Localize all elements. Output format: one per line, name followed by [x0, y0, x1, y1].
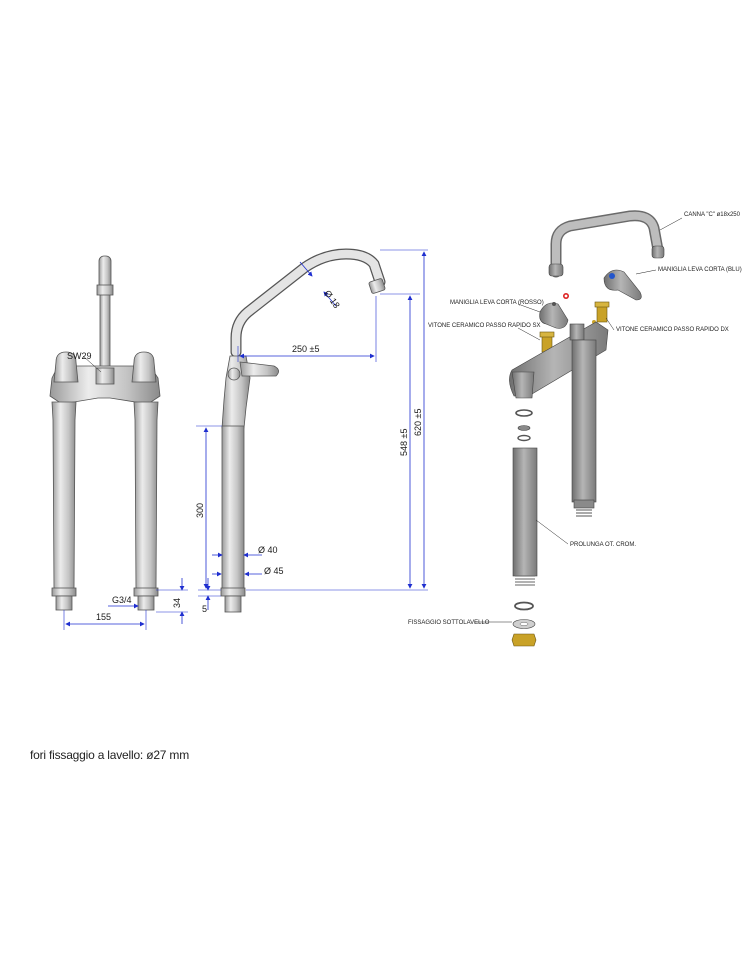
thread-label: G3/4 [112, 595, 132, 605]
label-maniglia-blu: MANIGLIA LEVA CORTA (BLU) [658, 267, 742, 273]
front-view: SW29 155 G3/4 34 [49, 255, 188, 630]
dim-548: 548 ±5 [399, 429, 409, 456]
label-fissaggio: FISSAGGIO SOTTOLAVELLO [408, 620, 490, 626]
label-maniglia-rosso: MANIGLIA LEVA CORTA (ROSSO) [450, 300, 544, 306]
side-view: Ø 18 250 ±5 300 Ø 40 Ø 45 5 548 ±5 620 ±… [195, 248, 428, 614]
exploded-view: CANNA "C" ø18x250 MANIGLIA LEVA CORTA (B… [408, 210, 742, 647]
dim-5: 5 [202, 604, 207, 614]
dim-620: 620 ±5 [413, 409, 423, 436]
label-vitone-dx: VITONE CERAMICO PASSO RAPIDO DX [616, 327, 729, 333]
dim-diameter-18: Ø 18 [322, 288, 341, 310]
dim-34: 34 [172, 598, 182, 608]
label-canna: CANNA "C" ø18x250 [684, 212, 741, 218]
dim-300: 300 [195, 503, 205, 518]
dim-250: 250 ±5 [292, 344, 319, 354]
label-prolunga: PROLUNGA OT. CROM. [570, 542, 636, 548]
footer-note: fori fissaggio a lavello: ø27 mm [30, 748, 189, 762]
label-vitone-sx: VITONE CERAMICO PASSO RAPIDO SX [428, 323, 540, 329]
dim-width-155: 155 [96, 612, 111, 622]
dim-diameter-40: Ø 40 [258, 545, 278, 555]
sw-label: SW29 [67, 351, 92, 361]
dim-diameter-45: Ø 45 [264, 566, 284, 576]
